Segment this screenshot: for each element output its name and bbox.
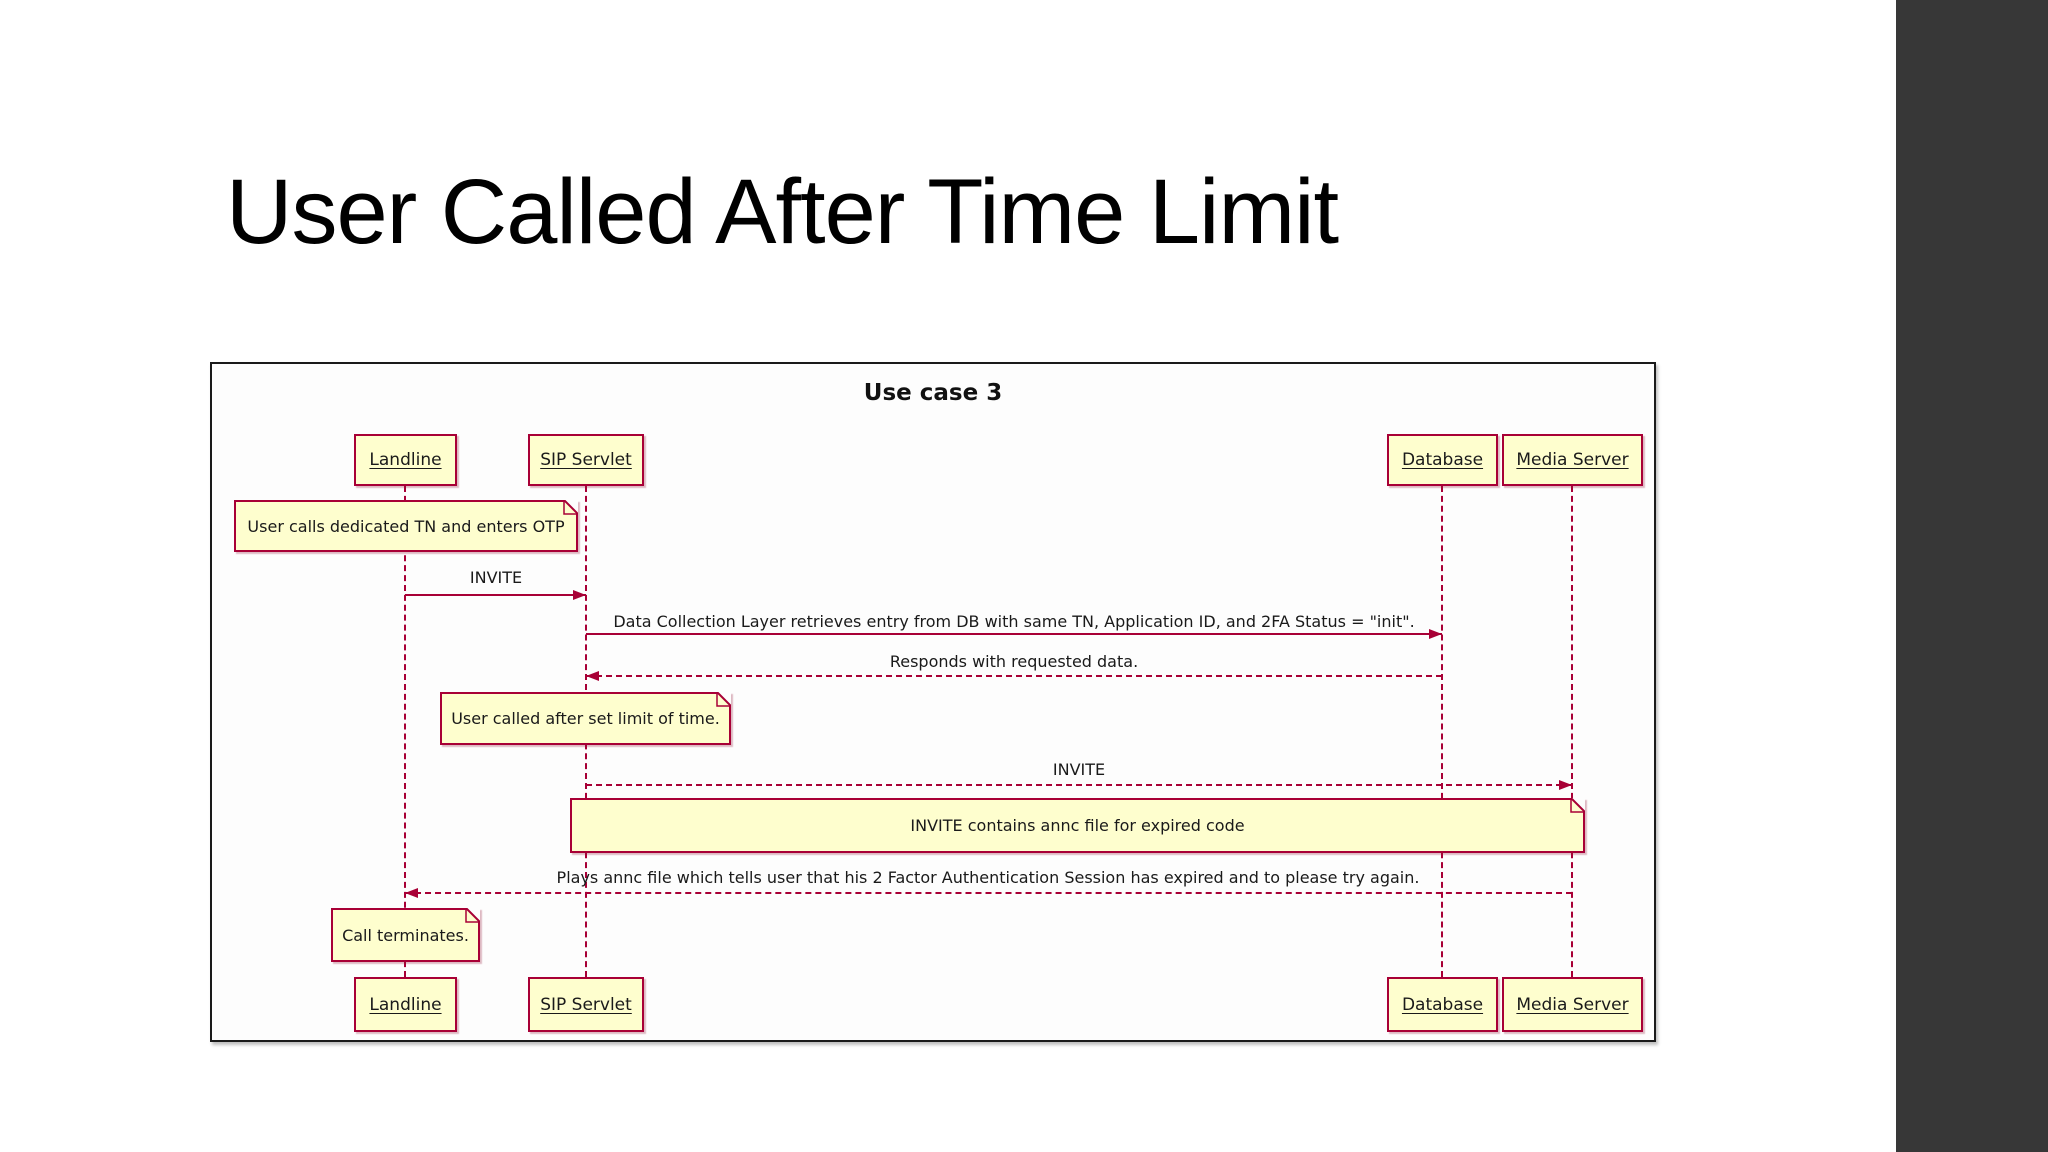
message-line [405,594,586,596]
participant-sip-servlet-bottom: SIP Servlet [528,977,644,1032]
message-label: Data Collection Layer retrieves entry fr… [613,612,1415,631]
note-fold-icon [1570,798,1585,813]
message-label: INVITE [1052,760,1106,779]
arrowhead-right-icon [1559,780,1572,790]
participant-label: SIP Servlet [540,450,632,470]
slide-title: User Called After Time Limit [226,161,1339,263]
participant-label: Media Server [1516,994,1629,1015]
note: Call terminates. [331,908,480,962]
participant-label: Landline [369,450,442,470]
participant-label: SIP Servlet [540,994,632,1015]
note-text: INVITE contains annc file for expired co… [910,816,1245,835]
message-line [586,784,1572,786]
lifeline-media-server [1571,486,1573,977]
participant-landline-top: Landline [354,434,457,486]
arrowhead-right-icon [573,590,586,600]
sequence-diagram-frame: Use case 3 INVITE Data Collection Layer … [210,362,1656,1042]
participant-database-top: Database [1387,434,1498,486]
note-text: User calls dedicated TN and enters OTP [247,516,565,536]
message-line [586,675,1442,677]
arrowhead-left-icon [586,671,599,681]
message-label: INVITE [469,568,523,587]
participant-database-bottom: Database [1387,977,1498,1032]
note-fold-icon [716,692,731,707]
lifeline-database [1441,486,1443,977]
message-label: Plays annc file which tells user that hi… [556,868,1420,887]
diagram-title: Use case 3 [863,380,1003,406]
message-label: Responds with requested data. [889,652,1139,671]
note-fold-icon [465,908,480,923]
participant-label: Media Server [1516,450,1629,470]
right-dark-sidebar [1896,0,2048,1152]
participant-landline-bottom: Landline [354,977,457,1032]
participant-label: Database [1401,994,1484,1015]
participant-media-server-bottom: Media Server [1502,977,1643,1032]
lifeline-landline [404,486,406,977]
message-line [586,633,1442,635]
arrowhead-left-icon [405,888,418,898]
participant-media-server-top: Media Server [1502,434,1643,486]
note-fold-icon [563,500,578,515]
participant-sip-servlet-top: SIP Servlet [528,434,644,486]
note: INVITE contains annc file for expired co… [570,798,1585,853]
note: User called after set limit of time. [440,692,731,745]
note-text: Call terminates. [342,925,469,945]
participant-label: Landline [369,994,442,1015]
note: User calls dedicated TN and enters OTP [234,500,578,552]
note-text: User called after set limit of time. [451,709,720,728]
message-line [405,892,1572,894]
participant-label: Database [1401,450,1484,470]
arrowhead-right-icon [1429,629,1442,639]
